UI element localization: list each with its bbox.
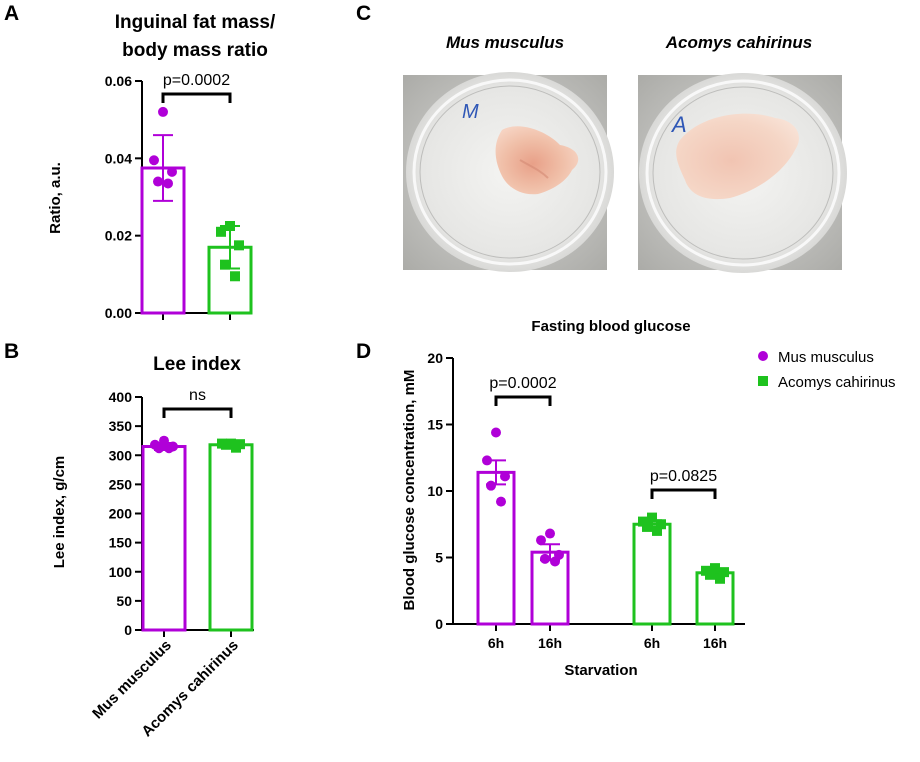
panel-a-y-label: Ratio, a.u. bbox=[47, 162, 64, 234]
photo-acomys-dish: A bbox=[638, 73, 847, 273]
panel-b-y-tick-label: 0 bbox=[124, 622, 132, 638]
panel-b-y-tick-label: 250 bbox=[109, 476, 133, 492]
panel-b-y-tick-label: 200 bbox=[109, 506, 133, 522]
panel-d-x-tick-label: 16h bbox=[703, 635, 727, 651]
legend-label-acomys: Acomys cahirinus bbox=[778, 374, 896, 391]
panel-a-significance-bracket bbox=[161, 92, 232, 103]
legend-marker-mus bbox=[758, 351, 768, 361]
panel-b-acomys-data-point bbox=[221, 439, 231, 450]
panel-d-acomys-significance-bracket bbox=[650, 488, 717, 499]
panel-b-y-tick-label: 50 bbox=[116, 593, 132, 609]
panel-a-acomys-data-point bbox=[216, 226, 226, 237]
panel-a-y-tick-label: 0.00 bbox=[105, 305, 132, 321]
panel-d-mus-6h-data-point bbox=[496, 496, 506, 507]
panel-d-acomys-16h-data-point bbox=[705, 569, 715, 580]
panel-a-y-tick-label: 0.06 bbox=[105, 73, 132, 89]
panel-d-mus-16h-data-point bbox=[540, 553, 550, 564]
panel-b-mus-bar bbox=[141, 445, 187, 632]
panel-b-y-label: Lee index, g/cm bbox=[51, 456, 68, 569]
panel-a-acomys-data-point bbox=[234, 240, 244, 251]
panel-d-y-tick-label: 0 bbox=[435, 616, 443, 632]
panel-d-title: Fasting blood glucose bbox=[531, 318, 690, 335]
panel-d-x-tick-label: 6h bbox=[644, 635, 660, 651]
panel-d-mus-16h-data-point bbox=[545, 528, 555, 539]
panel-d-acomys-6h-data-point bbox=[642, 521, 652, 532]
panel-c-photos: C Mus musculus Acomys cahirinus M A bbox=[356, 2, 847, 273]
panel-b-y-tick-label: 400 bbox=[109, 389, 133, 405]
panel-b-title: Lee index bbox=[153, 354, 241, 375]
panel-b-mus-data-point bbox=[164, 443, 174, 454]
panel-b-y-tick-label: 100 bbox=[109, 564, 133, 580]
panel-d-y-tick-label: 10 bbox=[427, 483, 443, 499]
panel-a-title: Inguinal fat mass/ bbox=[115, 12, 276, 33]
panel-b-y-tick-label: 150 bbox=[109, 535, 133, 551]
panel-a-mus-data-point bbox=[163, 178, 173, 189]
dish-marker-m: M bbox=[462, 101, 479, 123]
panel-b-significance-label: ns bbox=[189, 387, 206, 404]
panel-a-mus-data-point bbox=[153, 176, 163, 187]
panel-d-mus-6h-data-point bbox=[500, 471, 510, 482]
panel-d-y-tick-label: 20 bbox=[427, 350, 443, 366]
panel-d-mus-significance-label: p=0.0002 bbox=[489, 375, 556, 392]
panel-b-acomys-data-point bbox=[231, 442, 241, 453]
panel-letter-c: C bbox=[356, 2, 371, 25]
panel-letter-b: B bbox=[4, 340, 19, 363]
panel-d-y-label: Blood glucose concentration, mM bbox=[401, 370, 418, 611]
panel-d-mus-6h-data-point bbox=[491, 427, 501, 438]
panel-d-acomys-6h-data-point bbox=[652, 525, 662, 536]
panel-a-acomys-data-point bbox=[225, 221, 235, 231]
legend-marker-acomys bbox=[758, 376, 768, 386]
panel-d-acomys-16h-data-point bbox=[710, 563, 720, 574]
panel-b-mus-data-point bbox=[159, 435, 169, 446]
photo-label-acomys: Acomys cahirinus bbox=[665, 33, 812, 52]
panel-d-acomys-6h-data-point bbox=[647, 512, 657, 523]
panel-d-mus-16h-data-point bbox=[536, 535, 546, 546]
panel-a-acomys-data-point bbox=[220, 259, 230, 270]
panel-a-mus-data-point bbox=[167, 166, 177, 177]
panel-a-significance-label: p=0.0002 bbox=[163, 72, 230, 89]
panel-d-x-tick-label: 6h bbox=[488, 635, 504, 651]
panel-d-acomys-16h-data-point bbox=[715, 573, 725, 584]
panel-b-acomys-bar bbox=[208, 443, 254, 632]
panel-letter-a: A bbox=[4, 2, 19, 25]
panel-a-y-tick-label: 0.02 bbox=[105, 228, 132, 244]
panel-d-acomys-16h-data-point bbox=[719, 567, 729, 578]
photo-label-mus: Mus musculus bbox=[446, 33, 564, 52]
panel-letter-d: D bbox=[356, 340, 371, 363]
panel-d-acomys-6h-data-point bbox=[656, 519, 666, 530]
panel-a-acomys-data-point bbox=[230, 271, 240, 282]
panel-d-mus-6h-bar bbox=[476, 470, 516, 626]
panel-d-y-tick-label: 15 bbox=[427, 417, 443, 433]
panel-b-significance-bracket bbox=[162, 407, 233, 418]
panel-a-y-tick-label: 0.04 bbox=[105, 150, 132, 166]
panel-b-y-tick-label: 350 bbox=[109, 418, 133, 434]
panel-a-title: body mass ratio bbox=[122, 40, 268, 61]
panel-d-mus-16h-bar bbox=[530, 550, 570, 626]
panel-a-mus-data-point bbox=[158, 106, 168, 117]
panel-d-mus-significance-bracket bbox=[494, 395, 552, 406]
panel-d-mus-16h-data-point bbox=[550, 556, 560, 567]
panel-a-mus-data-point bbox=[149, 155, 159, 166]
panel-d-x-tick-label: 16h bbox=[538, 635, 562, 651]
panel-b-mus-data-point bbox=[154, 443, 164, 454]
legend-label-mus: Mus musculus bbox=[778, 349, 874, 366]
panel-d-acomys-significance-label: p=0.0825 bbox=[650, 468, 717, 485]
panel-d-mus-6h-data-point bbox=[482, 455, 492, 466]
photo-mus-dish: M bbox=[403, 72, 614, 272]
panel-d-acomys-6h-data-point bbox=[638, 516, 648, 527]
panel-d-x-label: Starvation bbox=[564, 662, 637, 679]
panel-a-chart: A Inguinal fat mass/body mass ratioRatio,… bbox=[4, 2, 276, 321]
panel-b-y-tick-label: 300 bbox=[109, 447, 133, 463]
panel-d-mus-6h-data-point bbox=[486, 480, 496, 491]
panel-d-acomys-6h-bar bbox=[632, 522, 672, 626]
panel-d-y-tick-label: 5 bbox=[435, 550, 443, 566]
dish-marker-a: A bbox=[670, 112, 687, 137]
